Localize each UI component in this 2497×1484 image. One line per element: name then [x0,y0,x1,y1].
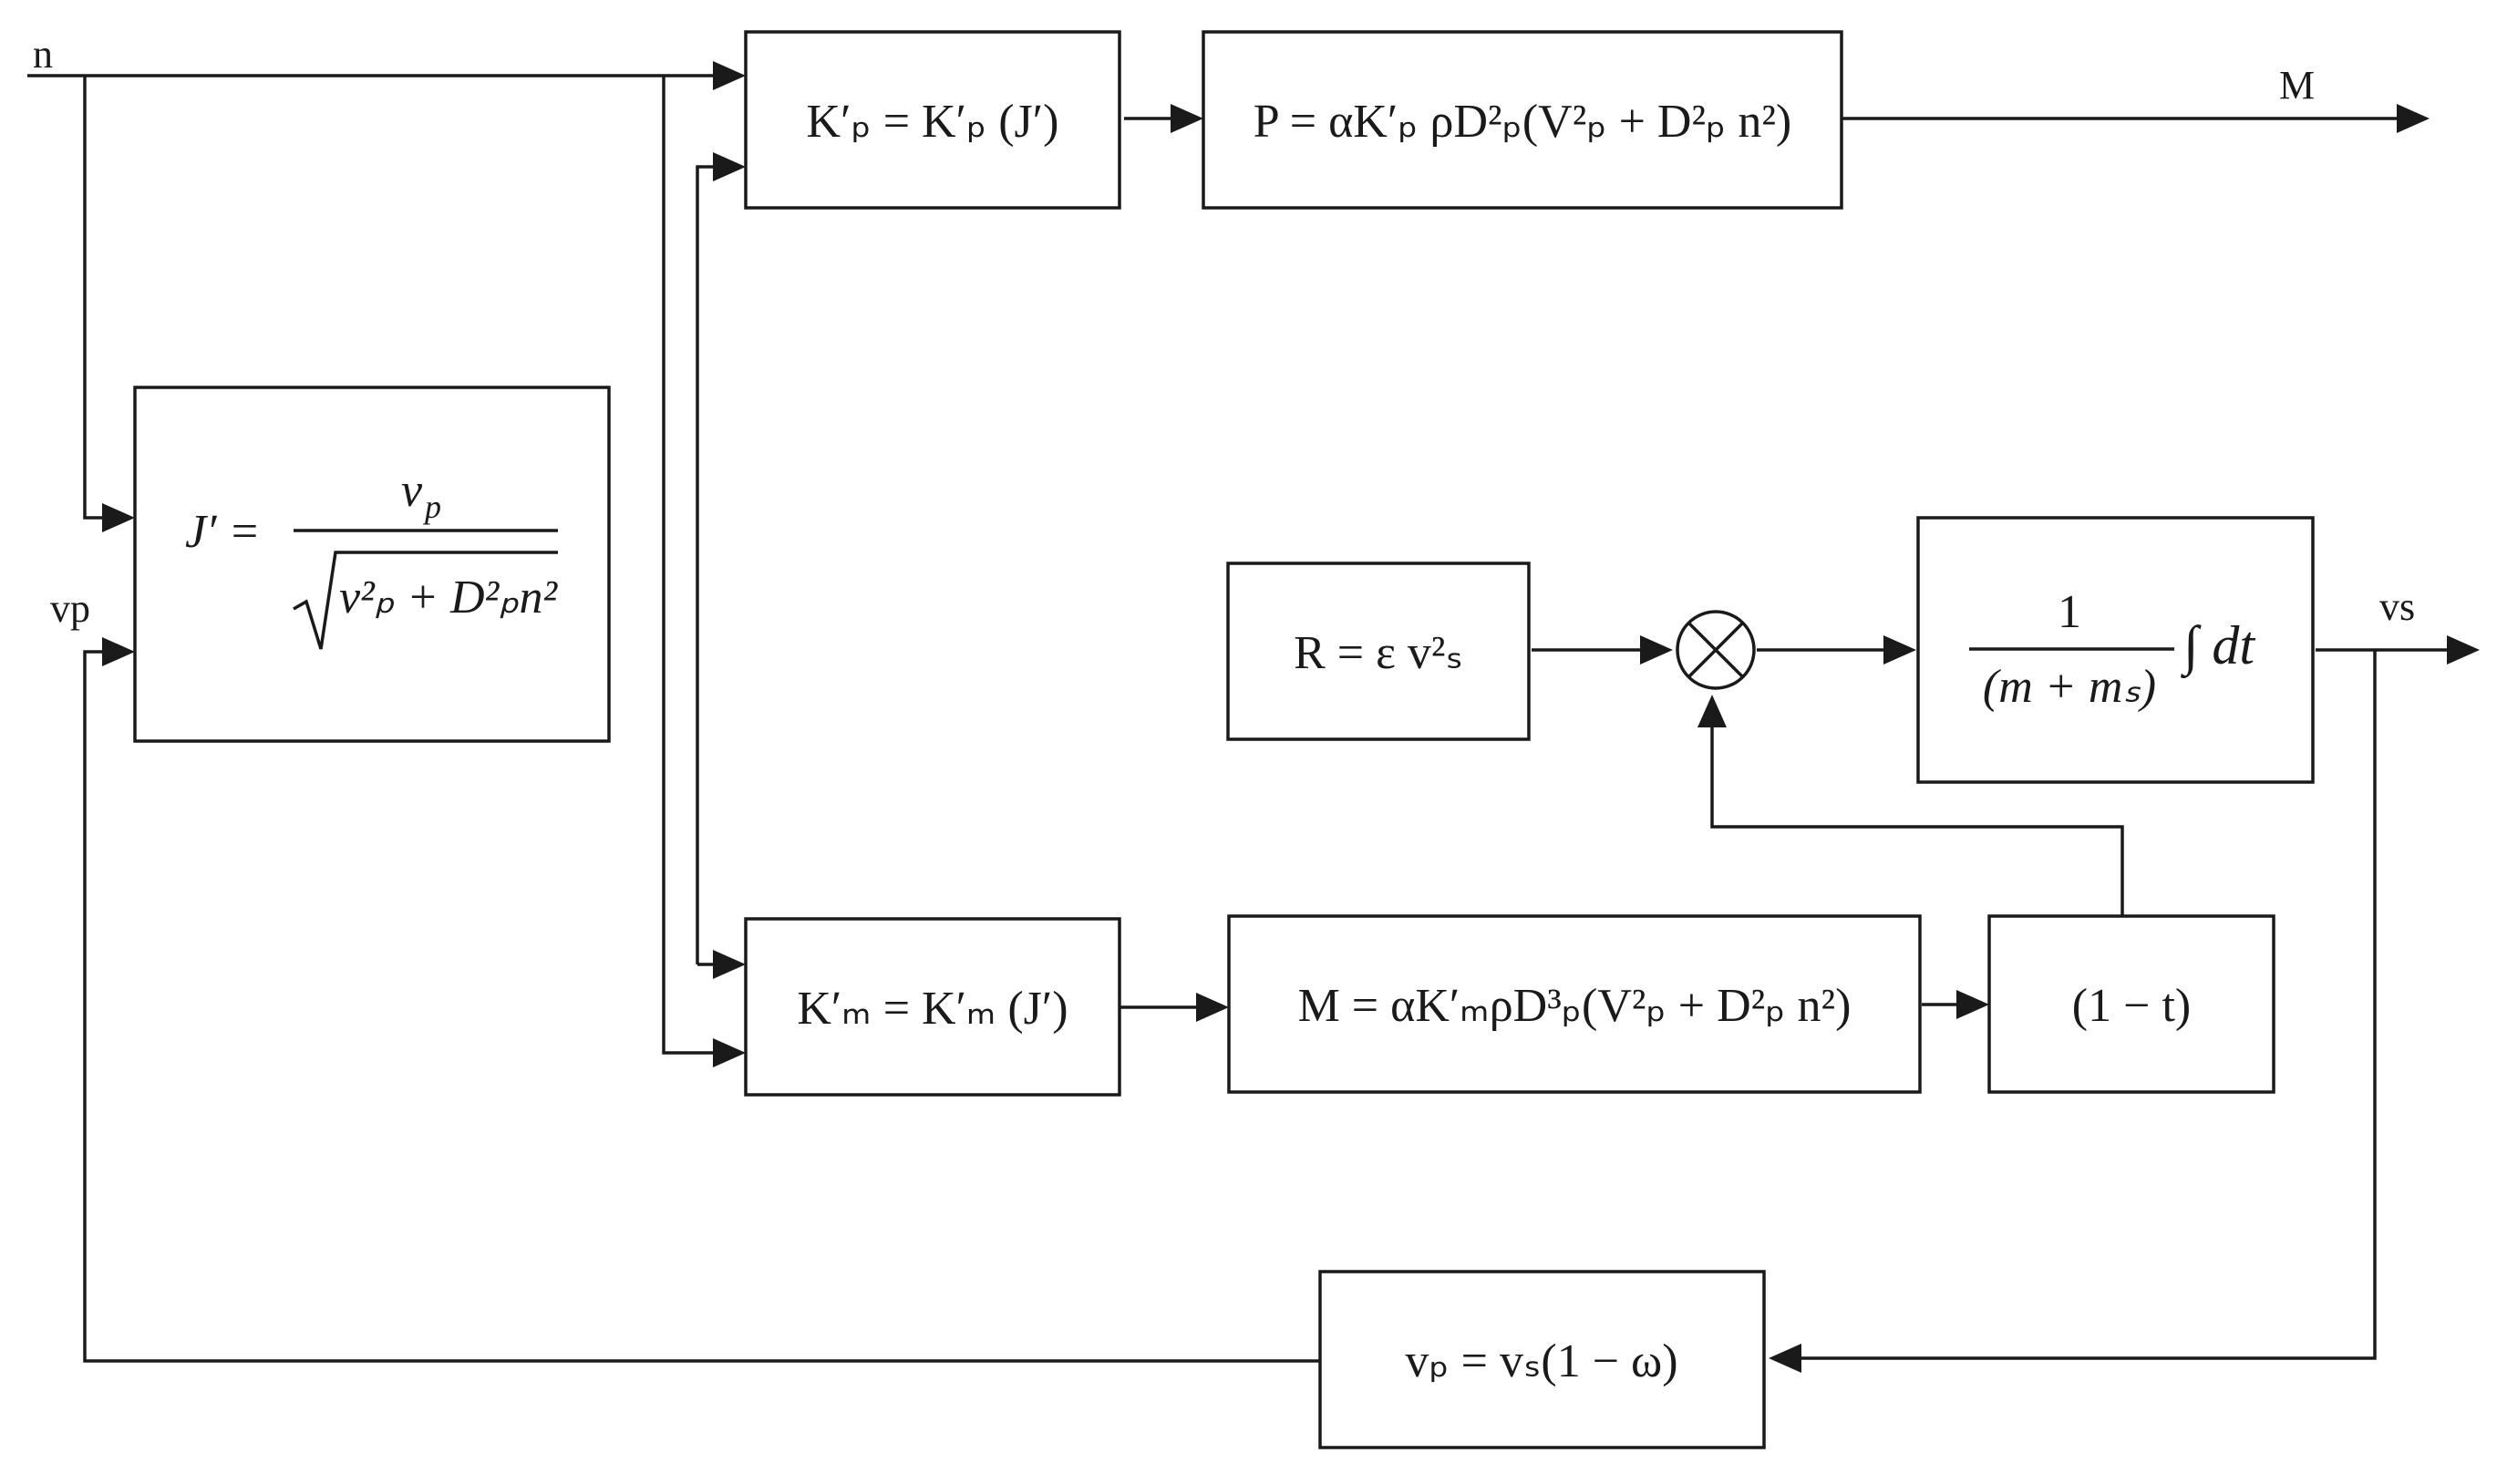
integrator-numerator: 1 [2058,586,2081,638]
integrator-denominator: (m + mₛ) [1983,661,2156,713]
kp-block: K′ₚ = K′ₚ (J′) [744,30,1121,210]
torque-block-text: M = αK′ₘρD³ₚ(V²ₚ + D²ₚ n²) [1298,980,1852,1032]
thrust-deduction-block: (1 − t) [1987,914,2275,1094]
torque-block: M = αK′ₘρD³ₚ(V²ₚ + D²ₚ n²) [1227,914,1922,1094]
wake-block-text: vₚ = vₛ(1 − ω) [1405,1335,1677,1387]
thrust-block: P = αK′ₚ ρD²ₚ(V²ₚ + D²ₚ n²) [1202,30,1843,210]
advance-ratio-numerator-sub: p [422,489,441,525]
arrow-sum-r [1640,635,1673,665]
wire-vp-feedback [83,650,1320,1363]
thrust-deduction-text: (1 − t) [2072,980,2191,1032]
arrow-j-vp [102,637,135,666]
arrow-t-in [1956,990,1989,1019]
arrow-wake-in [1769,1344,1801,1373]
arrow-km-j [713,950,746,979]
wire-n-to-km [662,76,722,1055]
km-block-text: K′ₘ = K′ₘ (J′) [797,983,1068,1035]
resistance-block: R = ε v²ₛ [1226,562,1531,741]
advance-ratio-block: J′ = v p v²ₚ + D²ₚn² [133,386,611,743]
wire-vs-feedback [1801,650,2377,1360]
signal-m-out-label: M [2279,63,2315,108]
resistance-block-text: R = ε v²ₛ [1294,627,1463,679]
wake-block: vₚ = vₛ(1 − ω) [1318,1270,1766,1449]
signal-vs-label: vs [2379,584,2415,629]
connections [27,74,2448,1363]
integrator-integral: ∫ dt [2181,615,2255,679]
advance-ratio-denominator: v²ₚ + D²ₚn² [339,572,558,623]
arrow-vs-out [2447,635,2480,665]
arrow-kp-j [713,152,746,181]
sqrt-sign-icon [293,551,558,650]
advance-ratio-numerator: v [401,465,423,517]
arrow-j-n [102,503,135,532]
wire-j-to-kp [696,165,722,964]
arrow-torque-in [1196,993,1229,1022]
signal-n-label: n [33,32,53,77]
arrow-int-in [1883,635,1916,665]
summing-junction-icon [1676,610,1756,690]
advance-ratio-lhs: J′ = [185,506,261,558]
wire-n-to-j [83,76,109,520]
arrow-thrust-in [1171,104,1203,133]
arrow-m-out [2397,104,2430,133]
signal-vp-label: vp [50,586,90,631]
integrator-block: 1 (m + mₛ) ∫ dt [1916,516,2315,784]
arrow-kp-n [713,61,746,90]
wire-t-to-sum [1710,720,2124,916]
arrow-km-n [713,1038,746,1067]
arrow-sum-t [1697,695,1727,727]
kp-block-text: K′ₚ = K′ₚ (J′) [807,96,1059,148]
km-block: K′ₘ = K′ₘ (J′) [744,917,1121,1097]
arrowheads [102,61,2480,1373]
thrust-block-text: P = αK′ₚ ρD²ₚ(V²ₚ + D²ₚ n²) [1254,96,1791,148]
